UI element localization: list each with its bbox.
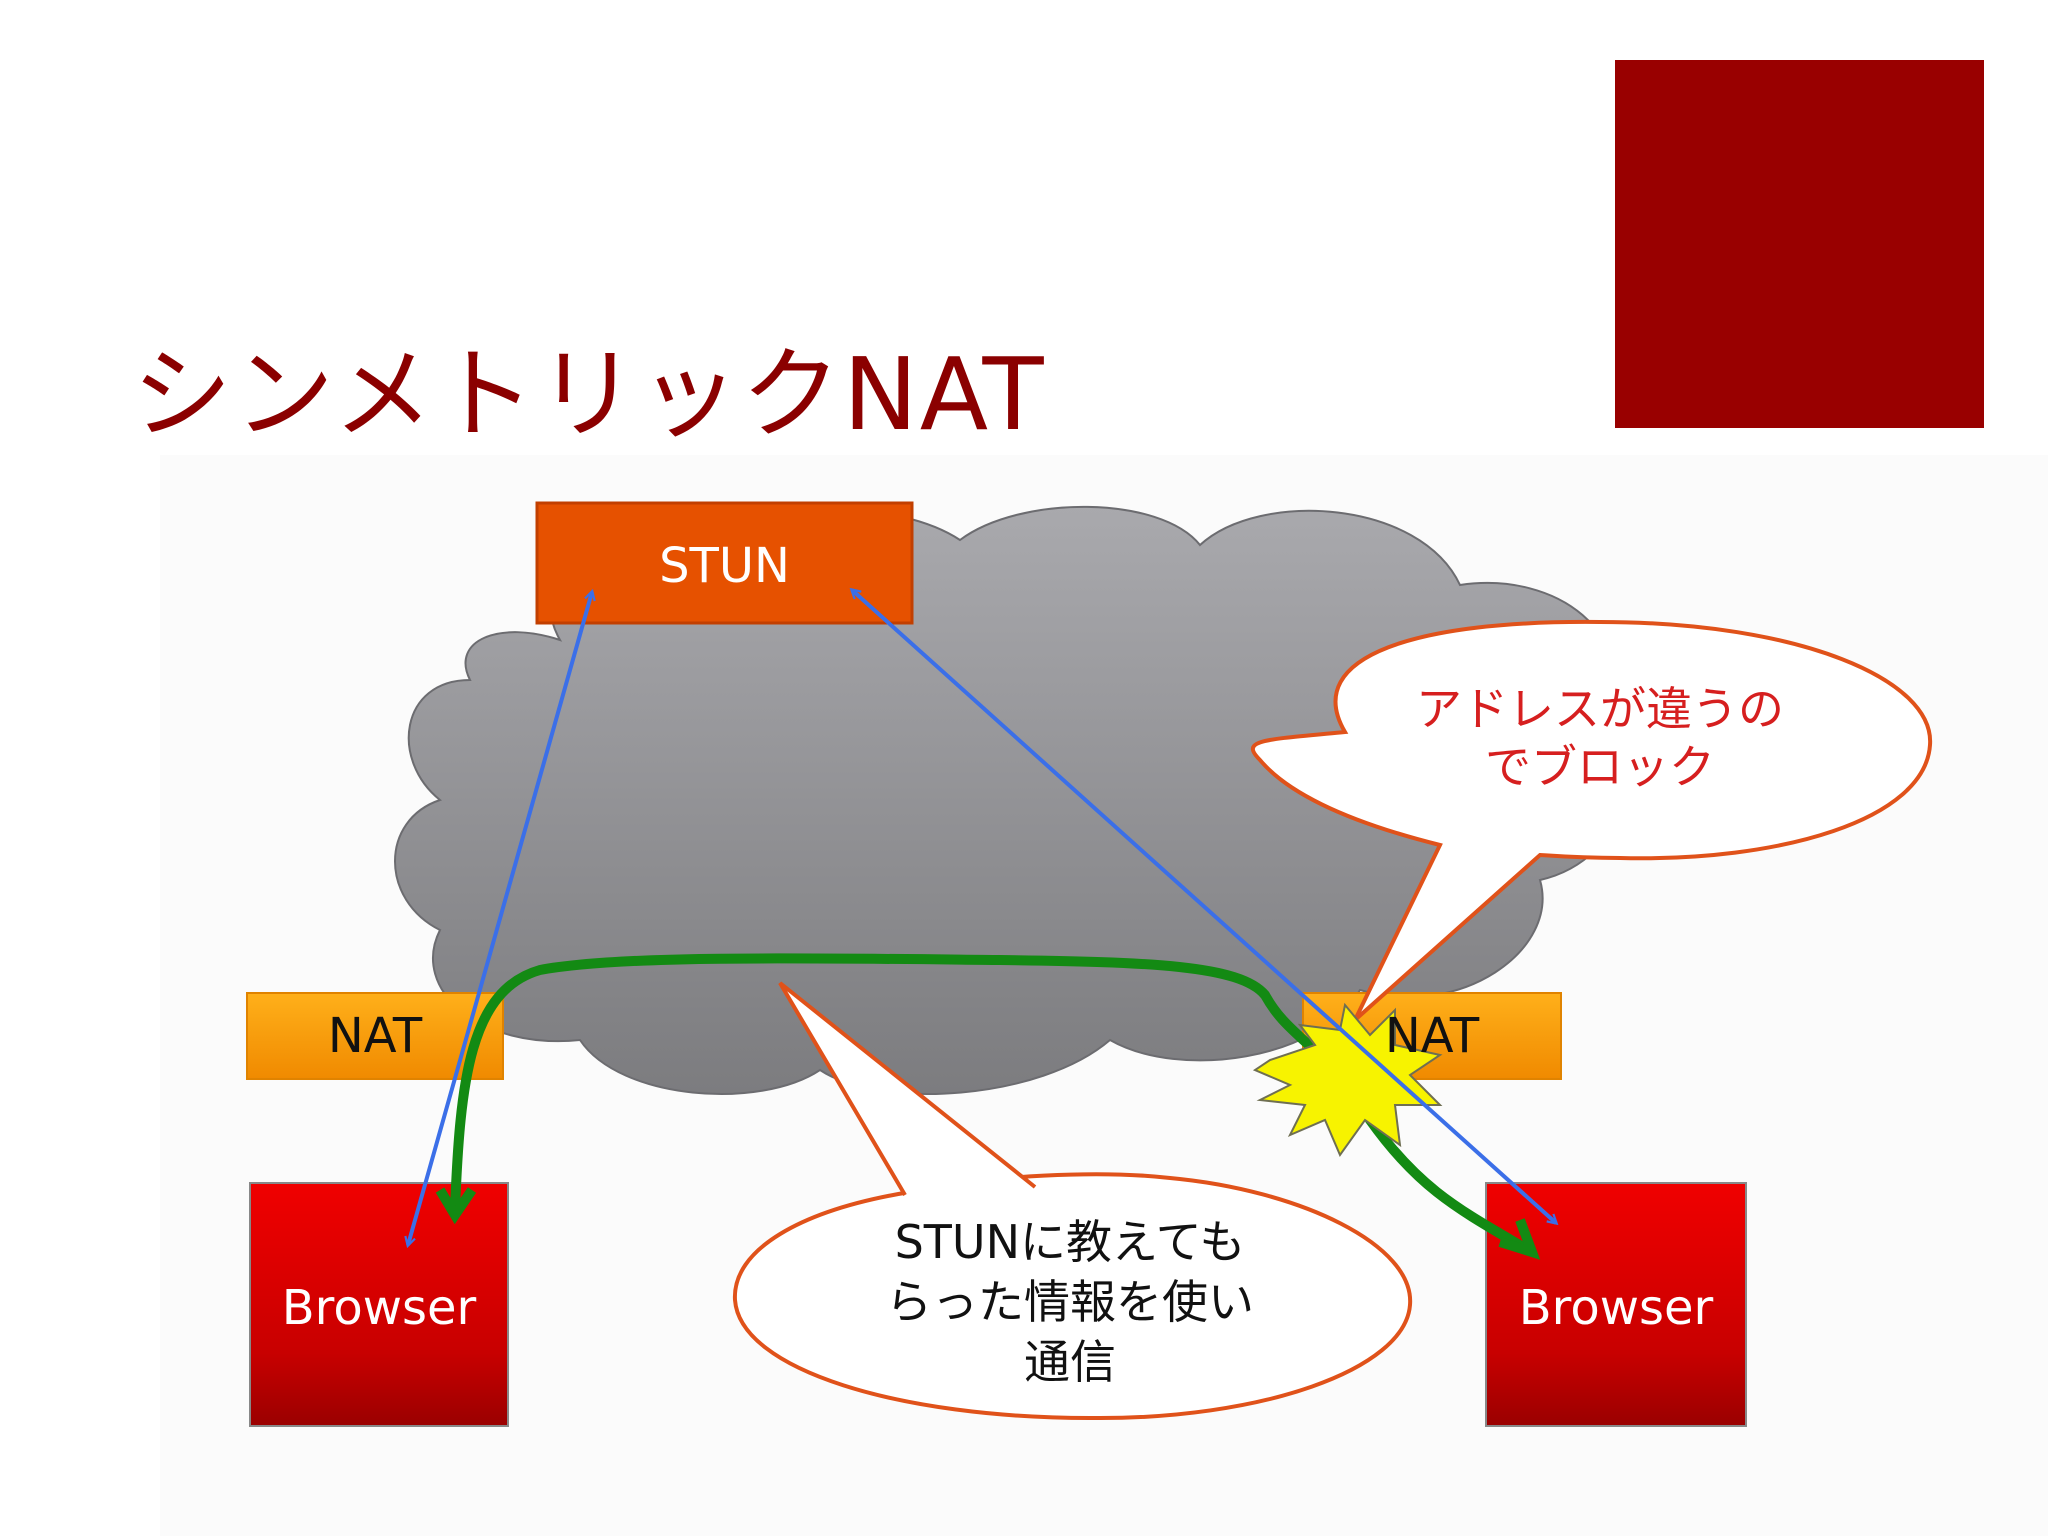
slide-title: シンメトリックNAT bbox=[132, 330, 1046, 460]
bubble-info-line-2: らった情報を使い bbox=[886, 1275, 1254, 1329]
title-latin: NAT bbox=[843, 336, 1046, 453]
bubble-info-line-3: 通信 bbox=[1024, 1335, 1116, 1389]
green-arrowhead-right bbox=[1498, 1218, 1541, 1260]
nat-right-label: NAT bbox=[1384, 1008, 1480, 1064]
stun-label: STUN bbox=[659, 538, 790, 594]
bubble-block-line-1: アドレスが違うの bbox=[1416, 682, 1784, 736]
stun-server-box bbox=[535, 501, 914, 625]
bubble-block-line-2: でブロック bbox=[1485, 740, 1715, 794]
title-kana: シンメトリック bbox=[132, 336, 843, 453]
bubble-info-text: STUNに教えても らった情報を使い 通信 bbox=[800, 1212, 1340, 1392]
browser-left-label: Browser bbox=[281, 1280, 477, 1336]
blue-arrow-right bbox=[852, 590, 1556, 1223]
bubble-info-line-1: STUNに教えても bbox=[894, 1215, 1246, 1269]
blue-arrow-left bbox=[408, 592, 592, 1245]
bubble-block-text: アドレスが違うの でブロック bbox=[1330, 680, 1870, 796]
corner-accent-block bbox=[1615, 60, 1984, 428]
nat-left-label: NAT bbox=[327, 1008, 423, 1064]
browser-right-label: Browser bbox=[1518, 1280, 1714, 1336]
